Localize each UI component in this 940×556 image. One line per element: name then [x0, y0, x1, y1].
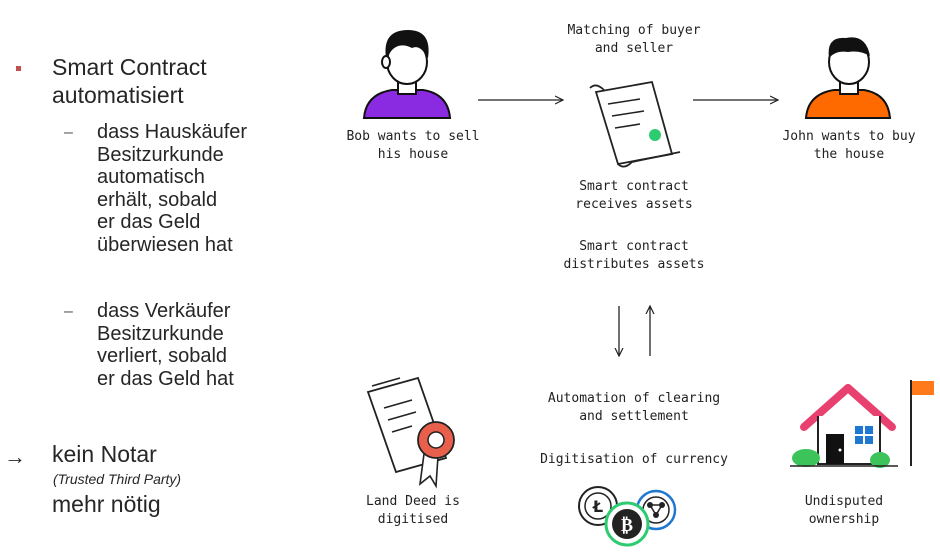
- main-bullet-text: Smart Contract automatisiert: [52, 53, 207, 109]
- land-deed-label: Land Deed is digitised: [343, 493, 483, 529]
- main-bullet-line: automatisiert: [52, 82, 184, 108]
- john-line: the house: [813, 147, 885, 162]
- bullet-marker: [16, 66, 21, 71]
- receives-line: receives assets: [575, 197, 693, 212]
- sub-item-line: überwiesen hat: [97, 233, 233, 256]
- contract-scroll-icon: [589, 80, 681, 168]
- matching-line: Matching of buyer: [567, 23, 701, 38]
- ownership-line: ownership: [808, 512, 880, 527]
- distributes-line: Smart contract: [579, 239, 689, 254]
- land-deed-icon: [366, 376, 455, 489]
- conclusion-line3: mehr nötig: [52, 491, 161, 517]
- matching-label: Matching of buyer and seller: [559, 22, 709, 58]
- bob-line: his house: [377, 147, 449, 162]
- sub-item-line: dass Verkäufer: [97, 300, 231, 322]
- sub-item-2: dass Verkäufer Besitzurkunde verliert, s…: [97, 300, 234, 390]
- john-line: John wants to buy: [782, 129, 916, 144]
- ownership-line: Undisputed: [804, 494, 884, 509]
- receives-label: Smart contract receives assets: [559, 178, 709, 214]
- sub-item-line: automatisch: [97, 166, 205, 188]
- automation-label: Automation of clearing and settlement: [534, 390, 734, 426]
- land-deed-line: Land Deed is: [366, 494, 460, 509]
- house-icon: [790, 380, 934, 468]
- automation-line: and settlement: [579, 409, 689, 424]
- digitisation-label: Digitisation of currency: [540, 452, 728, 467]
- crypto-coins-icon: Ł ₿: [578, 486, 677, 547]
- ownership-label: Undisputed ownership: [784, 493, 904, 529]
- matching-line: and seller: [594, 41, 674, 56]
- automation-line: Automation of clearing: [547, 391, 721, 406]
- receives-line: Smart contract: [579, 179, 689, 194]
- main-bullet-line: Smart Contract: [52, 54, 207, 80]
- sub-dash: –: [64, 303, 73, 320]
- bob-avatar-icon: [362, 30, 452, 119]
- sub-item-line: verliert, sobald: [97, 345, 228, 367]
- distributes-label: Smart contract distributes assets: [549, 238, 719, 274]
- conclusion-line1: kein Notar: [52, 441, 157, 467]
- sub-dash: –: [64, 124, 73, 141]
- sub-item-line: er das Geld: [97, 211, 201, 233]
- bob-line: Bob wants to sell: [346, 129, 480, 144]
- john-label: John wants to buy the house: [764, 128, 934, 164]
- bob-label: Bob wants to sell his house: [333, 128, 493, 164]
- sub-item-line: dass Hauskäufer: [97, 121, 248, 143]
- sub-item-line: Besitzurkunde: [97, 322, 224, 345]
- john-avatar-icon: [804, 37, 892, 119]
- conclusion-arrow: →: [4, 444, 26, 469]
- conclusion-line2: (Trusted Third Party): [53, 471, 182, 487]
- svg-text:Ł: Ł: [592, 497, 603, 516]
- distributes-line: distributes assets: [563, 257, 705, 272]
- sub-item-line: Besitzurkunde: [97, 143, 224, 166]
- land-deed-line: digitised: [377, 512, 449, 527]
- sub-item-line: erhält, sobald: [97, 188, 218, 211]
- sub-item-1: dass Hauskäufer Besitzurkunde automatisc…: [97, 121, 247, 256]
- svg-text:₿: ₿: [621, 515, 633, 536]
- sub-item-line: er das Geld hat: [97, 367, 234, 390]
